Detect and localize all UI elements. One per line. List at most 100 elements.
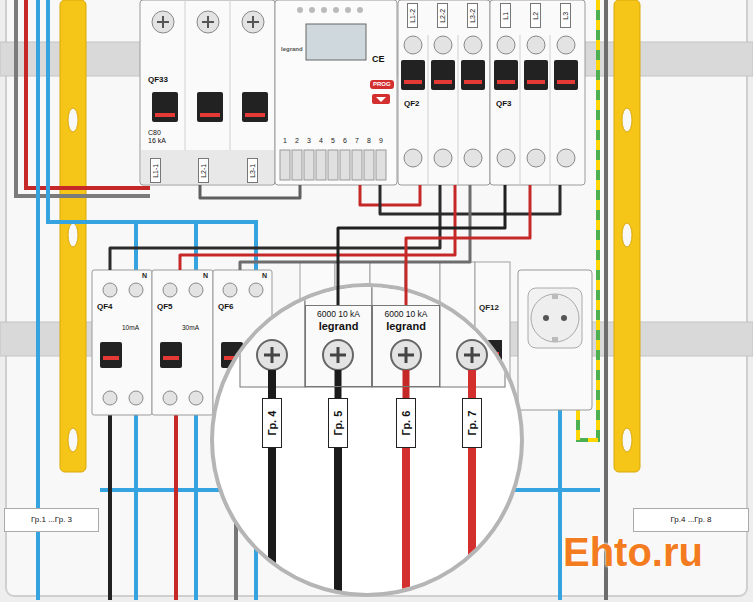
cable-tag: Гр. 7	[462, 398, 482, 448]
pole-groove	[550, 35, 551, 185]
device-label: Гр. 7	[466, 411, 478, 436]
terminal-screw	[404, 149, 422, 167]
socket-recess	[531, 294, 579, 342]
breaker-body	[398, 0, 490, 185]
screw-slot	[157, 16, 259, 28]
phase-marker: L2	[530, 3, 541, 28]
neutral-wire	[134, 415, 138, 600]
group-label: Гр.1 ...Гр. 3	[4, 508, 99, 532]
toggle-stripe	[434, 80, 452, 84]
terminal-screw	[249, 283, 263, 297]
terminal-number-text: 7	[355, 137, 359, 145]
terminal-number: 1	[283, 137, 287, 145]
cable-tag: Гр. 4	[262, 398, 282, 448]
terminal-number: 5	[331, 137, 335, 145]
group-label: Гр.4 ...Гр. 8	[633, 508, 749, 532]
terminal-number-text: 3	[307, 137, 311, 145]
wire-connector	[335, 387, 342, 398]
wire-marker: L3-2	[467, 3, 478, 28]
phase-wire	[604, 0, 608, 600]
meter-terminal	[316, 150, 326, 180]
watermark-text: Ehto.ru	[563, 530, 703, 574]
breaker-toggle	[160, 342, 182, 368]
neutral-wire	[194, 415, 198, 600]
device-rating: CE	[372, 55, 385, 65]
wire-marker-text: L1-1	[152, 163, 160, 177]
terminal-screw	[223, 283, 237, 297]
terminal-screw	[497, 36, 515, 54]
terminal-screw	[163, 391, 177, 405]
breaker-toggle	[242, 92, 268, 122]
toggle-stripe	[163, 356, 179, 360]
meter-terminal	[328, 150, 338, 180]
device-label: QF4	[97, 303, 113, 312]
terminal-number: 9	[379, 137, 383, 145]
device-label: Гр. 4	[266, 411, 278, 436]
device-rating: 16 kA	[148, 137, 166, 145]
device-label: QF33	[148, 76, 168, 85]
breaker-toggle	[197, 92, 223, 122]
wire-marker-text: L2-1	[200, 163, 208, 177]
socket-hole	[543, 315, 549, 321]
toggle-stripe	[464, 80, 482, 84]
breaker-toggle	[461, 60, 485, 90]
phase-wire	[26, 0, 150, 188]
terminal-screw	[103, 391, 117, 405]
earth-clip	[552, 337, 558, 342]
rcbo-body	[152, 270, 213, 415]
terminal-number: 8	[367, 137, 371, 145]
wire-connector	[338, 185, 505, 305]
terminal-band	[141, 150, 274, 184]
rcbo-body	[92, 270, 152, 415]
terminal-screw	[129, 283, 143, 297]
meter-terminal	[292, 150, 302, 180]
terminal-screw	[527, 149, 545, 167]
panel-plate	[6, 0, 747, 596]
pole-groove	[185, 0, 186, 150]
meter-body	[275, 0, 397, 185]
wire-marker: L1-1	[150, 158, 161, 183]
zoomed-breaker: 6000 10 kAlegrand	[372, 305, 440, 387]
toggle-stripe	[245, 113, 265, 117]
wire-connector	[200, 185, 300, 198]
phase-marker: L3	[560, 3, 571, 28]
socket-body	[518, 270, 592, 410]
bracket-slot	[622, 223, 632, 247]
meter-terminal	[280, 150, 290, 180]
device-name-text: QF12	[479, 304, 499, 313]
device-rating: legrand	[319, 320, 359, 332]
wire-connector	[403, 387, 410, 398]
group-wire	[108, 415, 112, 600]
group-cable	[334, 446, 342, 600]
toggle-stripe	[497, 80, 515, 84]
pole-groove	[458, 35, 459, 185]
meter-terminal	[376, 150, 386, 180]
phase-marker-text: L3	[562, 12, 570, 20]
breaker-toggle	[152, 92, 178, 122]
terminal-screw	[189, 283, 203, 297]
meter-contact	[297, 7, 303, 13]
terminal-screw	[129, 391, 143, 405]
device-label: Гр. 5	[332, 411, 344, 436]
neutral-wire	[194, 222, 198, 270]
wire-marker: L2-2	[437, 3, 448, 28]
terminal-number-text: 4	[319, 137, 323, 145]
toggle-stripe	[404, 80, 422, 84]
breaker-body	[490, 0, 585, 185]
terminal-number-text: 1	[283, 137, 287, 145]
wire-connector	[360, 185, 420, 205]
toggle-stripe	[527, 80, 545, 84]
terminal-screw	[103, 283, 117, 297]
terminal-screw	[557, 149, 575, 167]
device-label: QF5	[157, 303, 173, 312]
wire-connector	[406, 185, 530, 305]
mount-bracket	[60, 0, 86, 472]
terminal-number: 2	[295, 137, 299, 145]
device-label: QF6	[218, 303, 234, 312]
pole-groove	[520, 35, 521, 185]
terminal-screw	[163, 283, 177, 297]
breaker-toggle	[494, 60, 518, 90]
zoomed-breaker-body	[440, 270, 505, 387]
device-rating: legrand	[386, 320, 426, 332]
